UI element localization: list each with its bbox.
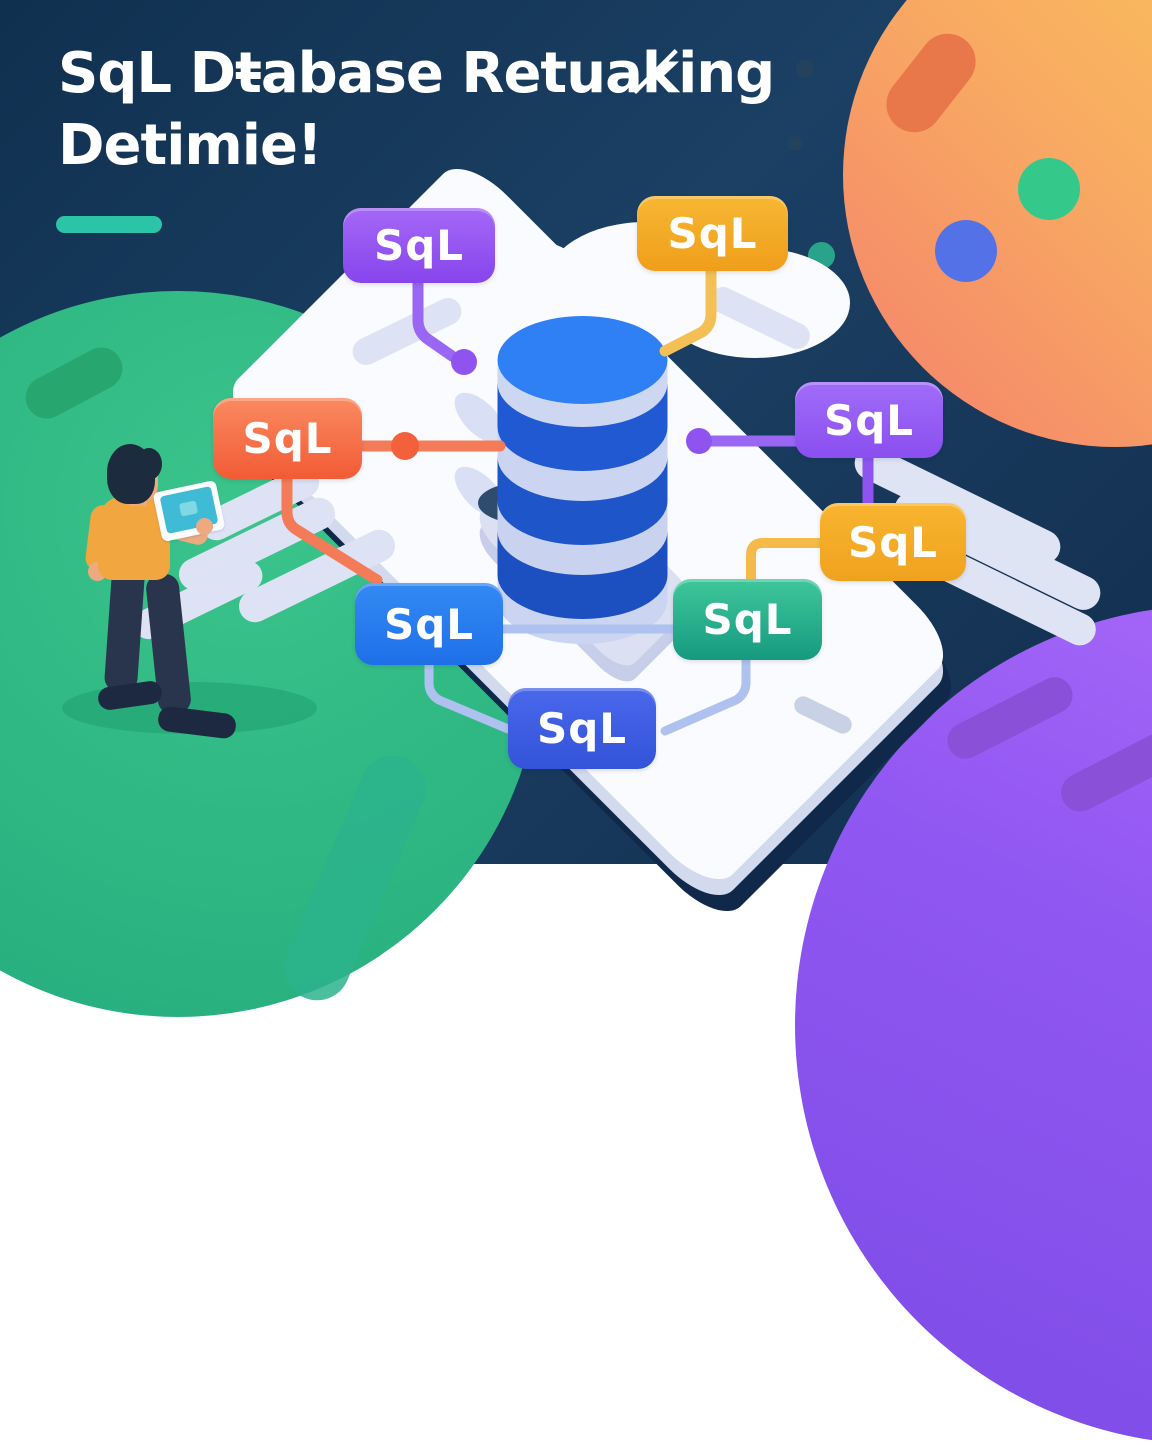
person-hair-curl <box>136 448 162 480</box>
faint-dot <box>787 136 802 151</box>
sql-badge-bottom-blue: SqL <box>355 583 503 665</box>
title-line-1: SqL Dŧabase Retuak̸ing <box>58 41 775 106</box>
title-line-2: Detimie! <box>58 112 323 178</box>
sql-badge-left-coral: SqL <box>213 398 362 479</box>
badge-label: SqL <box>667 209 758 258</box>
badge-label: SqL <box>242 414 333 463</box>
faint-dot <box>796 60 814 78</box>
sql-badge-bottom-indigo: SqL <box>508 688 656 769</box>
blue-dot <box>935 220 997 282</box>
sql-badge-right-purple: SqL <box>795 382 943 458</box>
sql-badge-top-yellow: SqL <box>637 196 788 271</box>
badge-label: SqL <box>702 595 793 644</box>
connector-lines <box>281 264 874 736</box>
sql-badge-right-yellow: SqL <box>820 503 966 581</box>
badge-label: SqL <box>823 395 915 445</box>
badge-label: SqL <box>383 599 475 649</box>
badge-label: SqL <box>373 221 465 270</box>
badge-label: SqL <box>536 704 628 753</box>
title-accent-dash <box>56 216 162 233</box>
badge-label: SqL <box>847 517 939 567</box>
green-dot <box>1018 158 1080 220</box>
page-title: SqL Dŧabase Retuak̸ing Detimie! <box>58 38 818 181</box>
database-cylinder <box>497 316 668 644</box>
sql-badge-top-purple: SqL <box>343 208 495 283</box>
sql-badge-bottom-teal: SqL <box>673 579 822 660</box>
person-right-hand <box>196 518 213 535</box>
